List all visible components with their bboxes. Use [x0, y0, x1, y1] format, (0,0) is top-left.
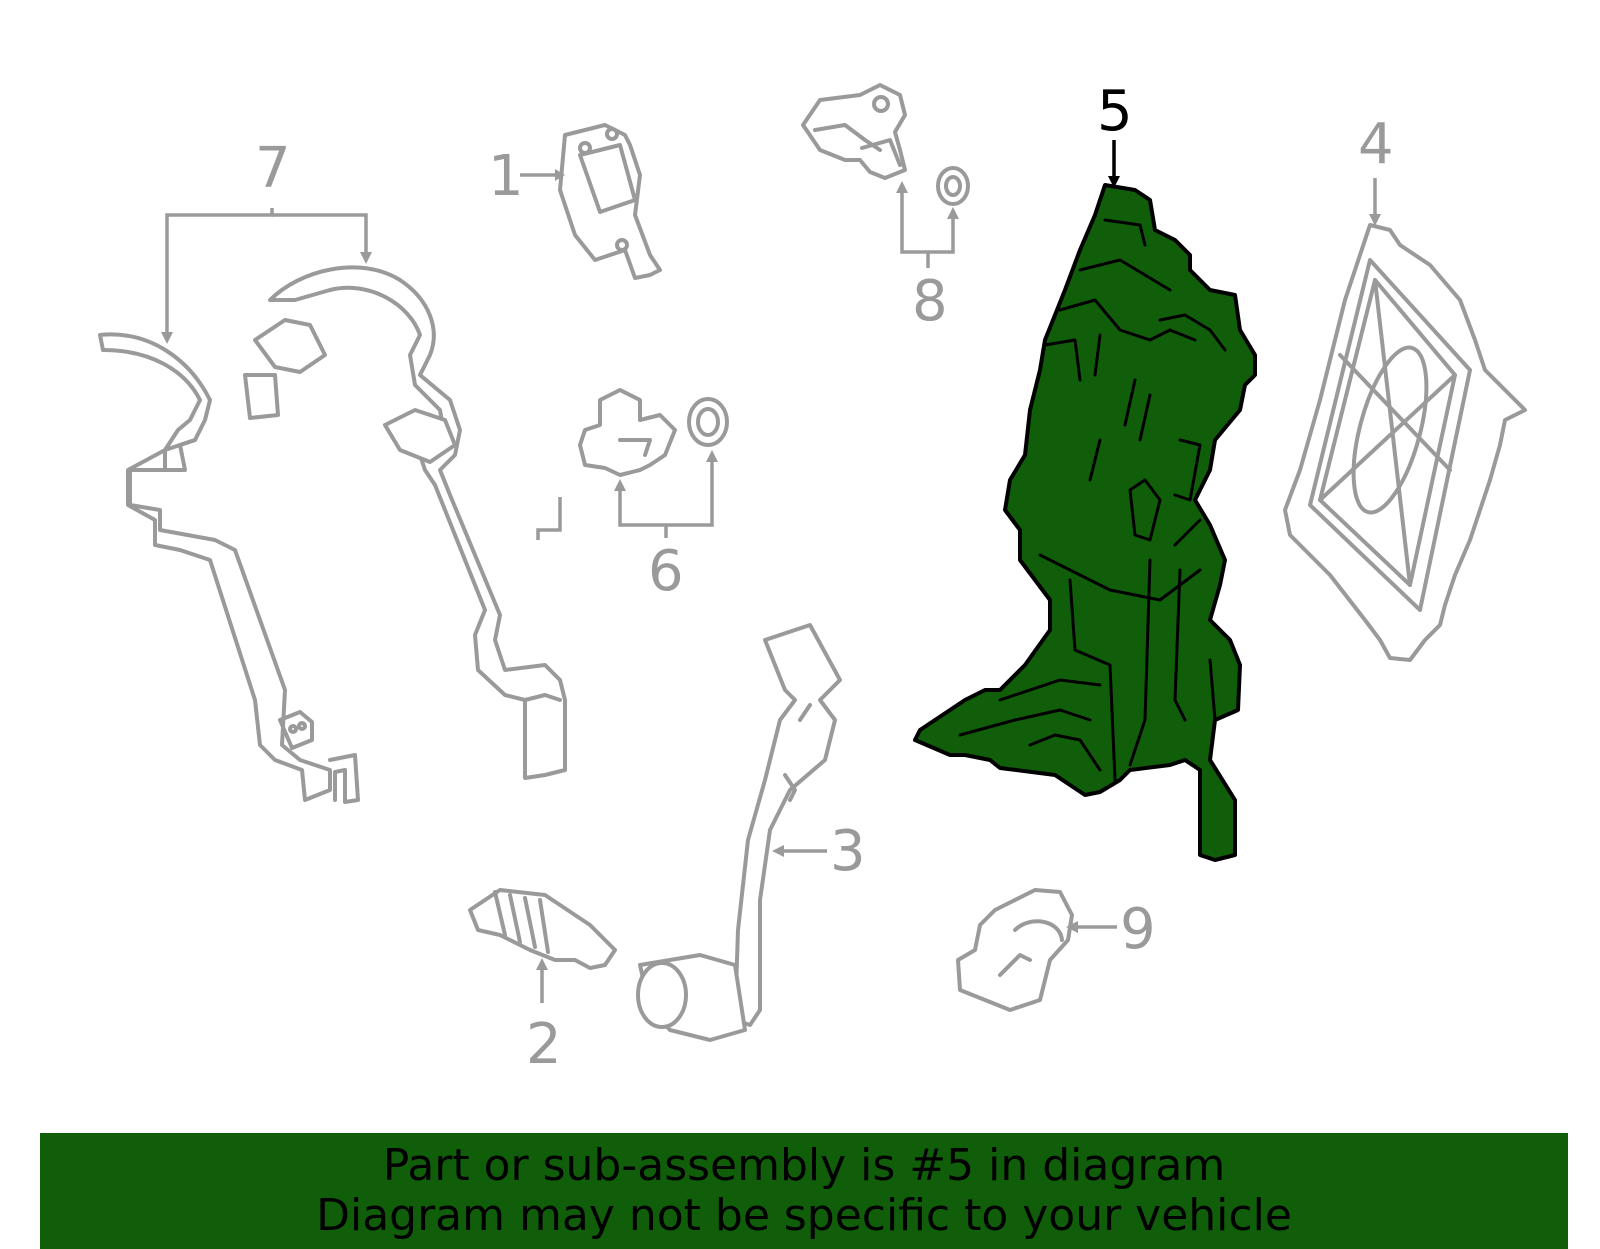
- callout-6: 6: [648, 539, 684, 604]
- banner-line-1: Part or sub-assembly is #5 in diagram: [382, 1140, 1226, 1191]
- part-1-sensor[interactable]: [558, 123, 662, 280]
- part-4-module[interactable]: [1283, 223, 1527, 662]
- part-8-sensor[interactable]: [801, 83, 970, 206]
- callout-2: 2: [526, 1012, 562, 1077]
- part-9-sensor[interactable]: [956, 888, 1074, 1012]
- callout-1: 1: [488, 144, 524, 209]
- part-7-harness[interactable]: [98, 265, 567, 804]
- callout-3: 3: [830, 819, 866, 884]
- callout-7: 7: [255, 136, 291, 201]
- callout-4: 4: [1358, 112, 1394, 177]
- info-banner: Part or sub-assembly is #5 in diagram Di…: [40, 1133, 1568, 1249]
- part-3-sensor[interactable]: [636, 623, 842, 1042]
- callout-8: 8: [912, 269, 948, 334]
- callout-9: 9: [1120, 897, 1156, 962]
- banner-line-2: Diagram may not be specific to your vehi…: [316, 1190, 1292, 1241]
- part-6-bracket[interactable]: [578, 388, 729, 477]
- callout-5: 5: [1097, 79, 1133, 144]
- part-2-sensor[interactable]: [468, 888, 617, 970]
- leader-lines: [161, 140, 1381, 1003]
- part-5-highlighted[interactable]: [913, 183, 1257, 862]
